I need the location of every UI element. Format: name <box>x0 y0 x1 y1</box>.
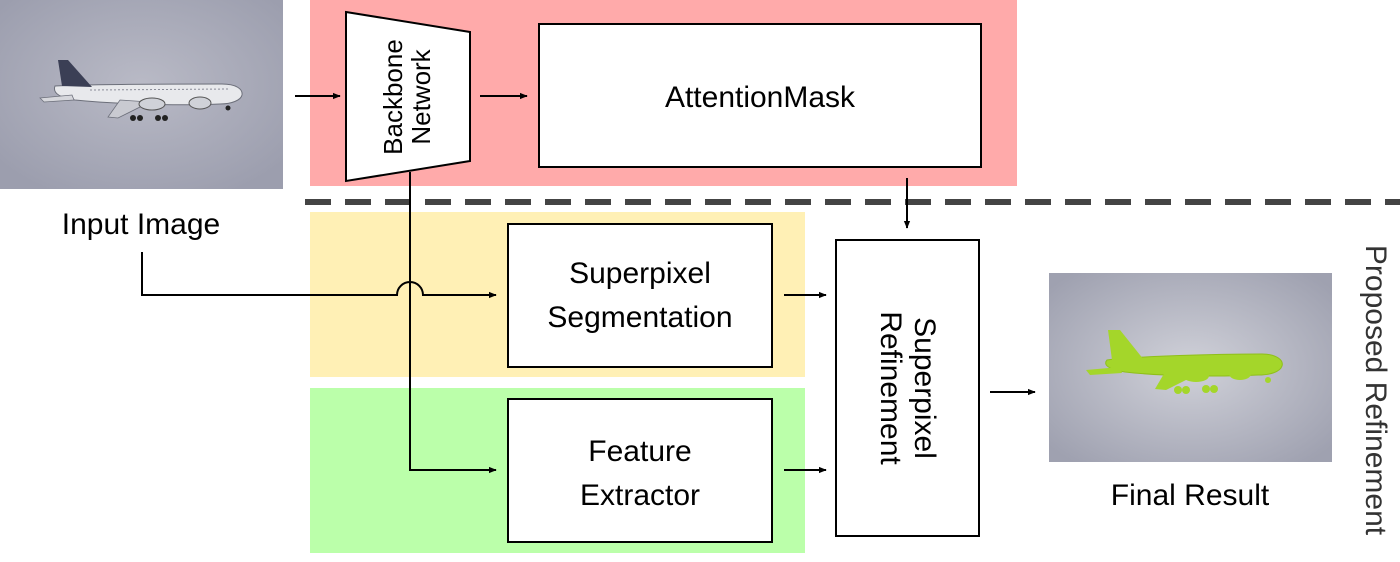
feature-label-line2: Extractor <box>580 479 700 512</box>
refinement-label-line2: Refinement <box>874 311 907 465</box>
input-image-label: Input Image <box>62 208 220 241</box>
input-photo <box>0 0 283 189</box>
result-photo <box>1049 273 1332 462</box>
airplane-mask-photo-icon <box>1086 330 1283 394</box>
arrow-backbone-to-feature <box>409 172 497 474</box>
arrow-input-to-segmentation <box>141 252 497 299</box>
superpixel-segmentation-block: Superpixel Segmentation <box>507 223 773 368</box>
refinement-label-line1: Superpixel <box>908 317 941 459</box>
final-result-label: Final Result <box>1111 479 1270 512</box>
backbone-network-block: Backbone Network <box>345 10 471 183</box>
feature-label-line1: Feature <box>588 435 691 468</box>
superpixel-refinement-block: Superpixel Refinement <box>835 239 980 537</box>
backbone-label-line1: Backbone <box>378 39 408 155</box>
attention-mask-block: AttentionMask <box>538 23 982 168</box>
airplane-photo-icon <box>39 60 243 121</box>
segmentation-label-line2: Segmentation <box>547 301 732 334</box>
feature-extractor-block: Feature Extractor <box>507 398 773 543</box>
attention-mask-label: AttentionMask <box>665 81 856 114</box>
backbone-label-line2: Network <box>406 48 436 144</box>
proposed-refinement-label: Proposed Refinement <box>1359 245 1392 536</box>
segmentation-label-line1: Superpixel <box>569 257 711 290</box>
